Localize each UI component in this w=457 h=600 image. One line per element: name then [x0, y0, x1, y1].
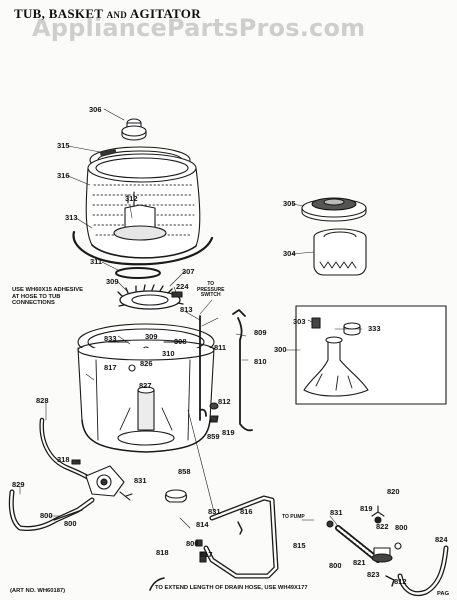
callout-831-left: 831 [134, 476, 147, 485]
callout-316: 316 [57, 171, 70, 180]
callout-224: 224 [176, 282, 189, 291]
leader-lines [19, 108, 363, 517]
callout-824: 824 [435, 535, 448, 544]
callout-315: 315 [57, 141, 70, 150]
callout-306: 306 [89, 105, 102, 114]
title-and: AND [106, 10, 128, 20]
callout-307: 307 [182, 267, 195, 276]
callout-821: 821 [353, 558, 366, 567]
callout-318: 318 [57, 455, 70, 464]
callout-309: 309 [145, 332, 158, 341]
callout-800-left: 800 [40, 511, 53, 520]
callout-810: 810 [254, 357, 267, 366]
callout-823: 823 [367, 570, 380, 579]
callout-831-right: 831 [330, 508, 343, 517]
title-tail: AGITATOR [129, 6, 201, 21]
to-pump-note: TO PUMP [282, 514, 305, 520]
callout-859: 859 [207, 432, 220, 441]
title-main: TUB, BASKET [14, 6, 104, 21]
callout-313: 313 [65, 213, 78, 222]
callout-812: 812 [394, 577, 407, 586]
art-number: (ART NO. WH60187) [10, 588, 66, 594]
callout-812-tub: 812 [218, 397, 231, 406]
callout-819-tub: 819 [222, 428, 235, 437]
basket-assembly [72, 118, 214, 279]
adhesive-note: USE WH60X15 ADHESIVE AT HOSE TO TUB CONN… [12, 287, 83, 307]
callout-305: 305 [283, 199, 296, 208]
callout-813: 813 [180, 305, 193, 314]
drain-hose-note: TO EXTEND LENGTH OF DRAIN HOSE, USE WH49… [155, 585, 308, 591]
basket-nut [121, 118, 147, 141]
callout-814: 814 [196, 520, 209, 529]
callout-818: 818 [156, 548, 169, 557]
fabric-softener-dispenser [313, 228, 367, 276]
callout-817-tub: 817 [104, 363, 117, 372]
page-mark: PAG [437, 591, 450, 597]
callout-333: 333 [368, 324, 381, 333]
callout-800-pump: 800 [329, 561, 342, 570]
diagram-title: TUB, BASKET AND AGITATOR [14, 6, 201, 22]
agitator-box [295, 305, 447, 405]
callout-304: 304 [283, 249, 296, 258]
callout-831-mid: 831 [208, 507, 221, 516]
callout-800-mid: 800 [64, 519, 77, 528]
callout-817: 817 [200, 550, 213, 559]
pressure-switch-note: TO PRESSURE SWITCH [197, 281, 225, 298]
callout-303: 303 [293, 317, 306, 326]
callout-311: 311 [90, 257, 103, 266]
watermark: AppliancePartsPros.com [32, 14, 366, 42]
callout-822: 822 [376, 522, 389, 531]
callout-308: 308 [174, 337, 187, 346]
callout-819: 819 [360, 504, 373, 513]
callout-310: 310 [162, 349, 175, 358]
callout-829: 829 [12, 480, 25, 489]
callout-309-top: 309 [106, 277, 119, 286]
callout-800-right: 800 [395, 523, 408, 532]
callout-811: 811 [214, 343, 227, 352]
pump-and-hoses [8, 409, 449, 596]
agitator-cap [301, 197, 367, 222]
callout-820: 820 [387, 487, 400, 496]
callout-300: 300 [274, 345, 287, 354]
callout-800-bottom: 800 [186, 539, 199, 548]
callout-833: 833 [104, 334, 117, 343]
callout-858: 858 [178, 467, 191, 476]
callout-826: 826 [140, 359, 153, 368]
callout-827: 827 [139, 381, 152, 390]
tub-assembly [39, 284, 253, 489]
callout-815: 815 [293, 541, 306, 550]
callout-809: 809 [254, 328, 267, 337]
callout-816: 816 [240, 507, 253, 516]
callout-828: 828 [36, 396, 49, 405]
callout-312: 312 [125, 194, 138, 203]
